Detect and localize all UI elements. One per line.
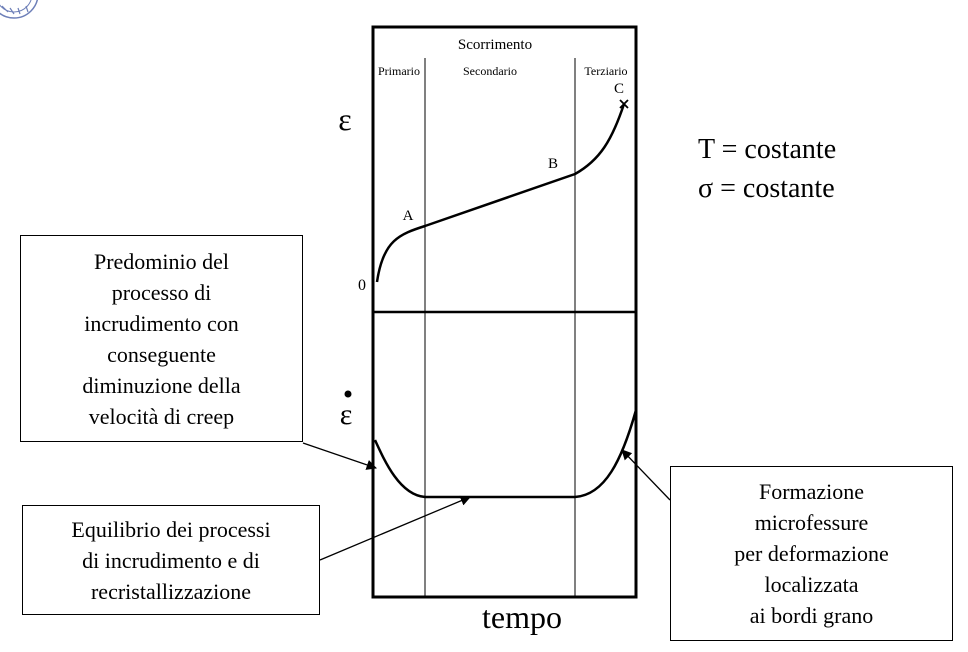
origin-label: 0 bbox=[358, 277, 366, 294]
point-label-b: B bbox=[548, 156, 558, 172]
arrow-secondary bbox=[319, 495, 471, 561]
header-label: Scorrimento bbox=[458, 37, 532, 53]
callout-tertiary: Formazione microfessure per deformazione… bbox=[670, 466, 953, 641]
y-bottom-label: ε bbox=[340, 398, 353, 431]
strain-rate-curve bbox=[373, 409, 638, 499]
condition-temperature: T = costante bbox=[698, 134, 836, 165]
condition-stress: σ = costante bbox=[698, 173, 835, 204]
arrow-tertiary bbox=[621, 449, 671, 501]
arrow-primary bbox=[302, 442, 377, 470]
callout-secondary: Equilibrio dei processi di incrudimento … bbox=[22, 505, 320, 615]
phase-label-secondary: Secondario bbox=[463, 64, 517, 78]
strain-rate-dot bbox=[344, 390, 352, 398]
phase-label-tertiary: Terziario bbox=[584, 64, 627, 78]
strain-curve bbox=[375, 103, 626, 283]
rupture-mark bbox=[619, 99, 629, 109]
phase-label-primary: Primario bbox=[378, 64, 420, 78]
y-top-label: ε bbox=[338, 101, 351, 137]
point-label-c: C bbox=[614, 81, 624, 97]
university-seal-logo bbox=[0, 0, 48, 22]
point-label-a: A bbox=[403, 208, 414, 224]
x-label: tempo bbox=[482, 599, 562, 635]
callout-primary: Predominio del processo di incrudimento … bbox=[20, 235, 303, 442]
